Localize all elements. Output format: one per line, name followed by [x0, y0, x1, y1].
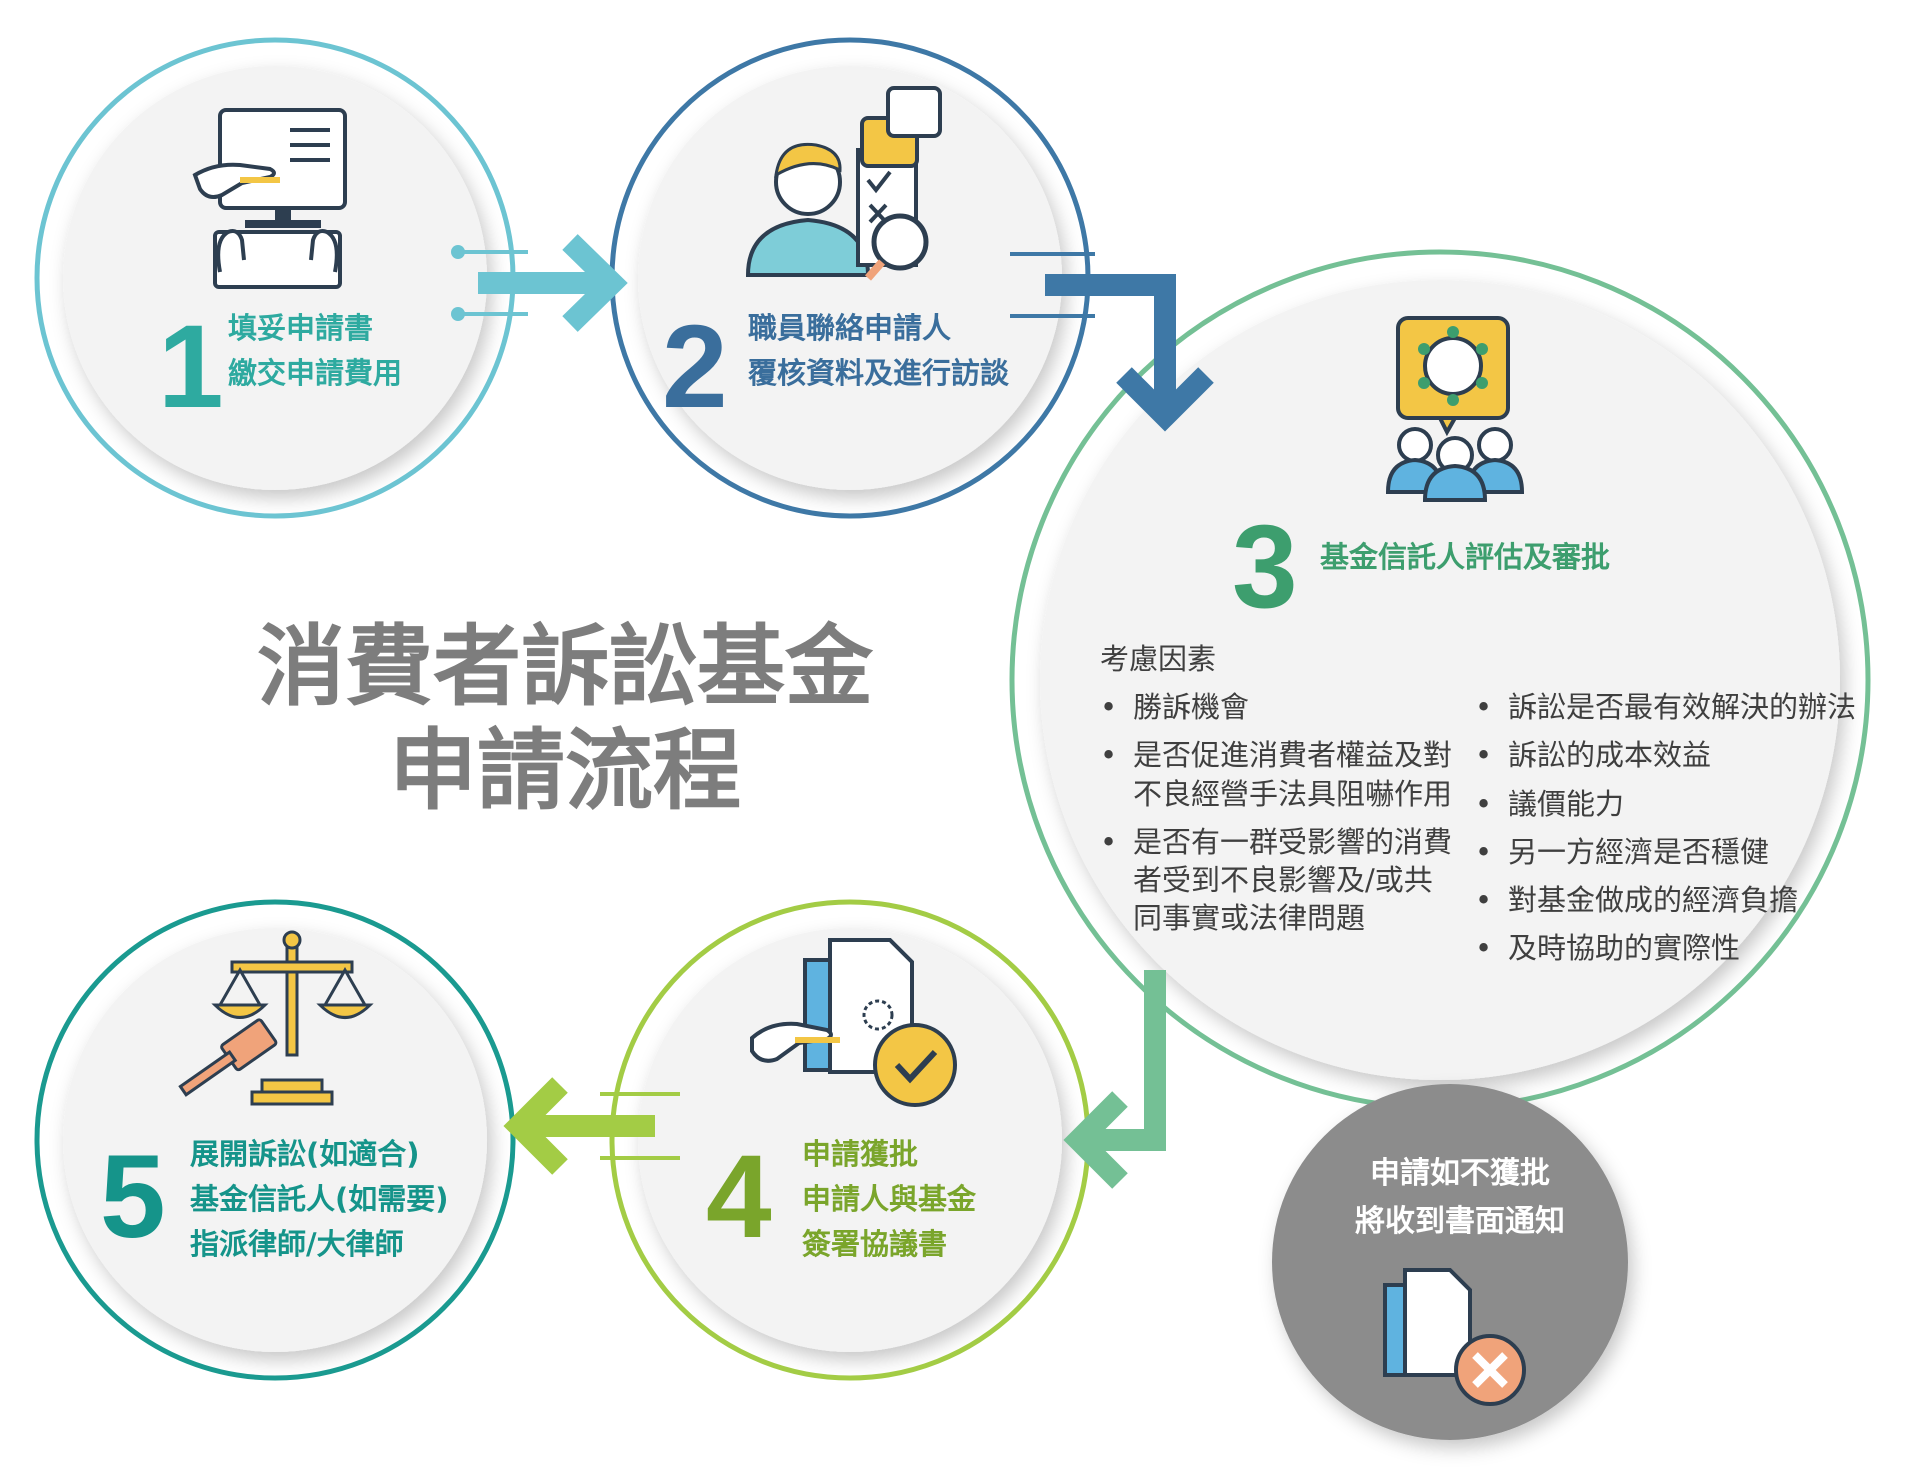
- consideration-line: 是否促進消費者權益及對: [1133, 738, 1453, 773]
- considerations-right-list: 訴訟是否最有效解決的辦法 訴訟的成本效益 議價能力 另一方經濟是否穩健 對基金做…: [1475, 688, 1856, 978]
- step1-line: 繳交申請費用: [228, 355, 403, 390]
- consideration-line: 者受到不良影響及/或共: [1133, 863, 1433, 898]
- step4-line: 申請人與基金: [802, 1181, 977, 1216]
- consideration-line: 勝訴機會: [1133, 690, 1250, 724]
- step4-line: 申請獲批: [802, 1137, 919, 1171]
- rejected-document-icon: [1383, 1268, 1526, 1406]
- justice-scale-gavel-icon: [178, 930, 374, 1106]
- step4-number: 4: [706, 1131, 772, 1263]
- step2-line: 職員聯絡申請人: [748, 311, 952, 345]
- consideration-item: 是否有一群受影響的消費 者受到不良影響及/或共 同事實或法律問題: [1100, 823, 1452, 938]
- arrow-step2-to-step3: [1010, 252, 1214, 432]
- arrow-step1-to-step2: [451, 234, 628, 332]
- arrow-step3-to-step4: [1063, 970, 1166, 1189]
- consideration-item: 訴訟是否最有效解決的辦法: [1475, 688, 1857, 727]
- step1-number: 1: [158, 301, 224, 433]
- consideration-line: 議價能力: [1508, 786, 1625, 821]
- step5-circle: [34, 899, 516, 1381]
- step2-number: 2: [662, 301, 728, 433]
- step1-text: 填妥申請書 繳交申請費用: [228, 306, 402, 396]
- step4-line: 簽署協議書: [802, 1226, 948, 1261]
- consideration-item: 及時協助的實際性: [1475, 929, 1856, 968]
- considerations-heading: 考慮因素: [1100, 642, 1217, 676]
- step2-text: 職員聯絡申請人 覆核資料及進行訪談: [748, 306, 1009, 396]
- title-line: 消費者訴訟基金: [256, 615, 873, 718]
- interview-person-icon: [745, 86, 942, 281]
- consideration-line: 不良經營手法具阻嚇作用: [1133, 776, 1453, 811]
- consideration-item: 勝訴機會: [1100, 688, 1452, 727]
- trustee-group-icon: [1385, 316, 1525, 502]
- consideration-line: 對基金做成的經濟負擔: [1508, 883, 1799, 918]
- step3-text: 基金信託人評估及審批: [1320, 535, 1610, 580]
- consideration-item: 對基金做成的經濟負擔: [1475, 881, 1856, 920]
- consideration-item: 是否促進消費者權益及對 不良經營手法具阻嚇作用: [1100, 736, 1452, 813]
- rejection-note: 申請如不獲批 將收到書面通知: [1300, 1150, 1620, 1246]
- consideration-item: 訴訟的成本效益: [1475, 736, 1856, 775]
- consideration-item: 另一方經濟是否穩健: [1475, 833, 1856, 872]
- rejection-line: 申請如不獲批: [1370, 1156, 1550, 1191]
- step5-line: 指派律師/大律師: [190, 1226, 404, 1261]
- step1-line: 填妥申請書: [228, 311, 374, 345]
- step2-line: 覆核資料及進行訪談: [748, 355, 1010, 390]
- consideration-item: 議價能力: [1475, 785, 1856, 824]
- rejection-line: 將收到書面通知: [1355, 1204, 1565, 1239]
- computer-form-icon: [192, 108, 347, 289]
- step5-line: 基金信託人(如需要): [190, 1181, 449, 1216]
- step5-text: 展開訴訟(如適合) 基金信託人(如需要) 指派律師/大律師: [190, 1132, 449, 1267]
- step3-line: 基金信託人評估及審批: [1320, 540, 1611, 574]
- consideration-line: 訴訟的成本效益: [1508, 738, 1712, 773]
- step5-line: 展開訴訟(如適合): [190, 1137, 420, 1171]
- step4-text: 申請獲批 申請人與基金 簽署協議書: [802, 1132, 976, 1267]
- consideration-line: 是否有一群受影響的消費: [1133, 824, 1453, 859]
- step2-circle: [609, 37, 1091, 519]
- consideration-line: 另一方經濟是否穩健: [1508, 834, 1770, 869]
- step3-number: 3: [1232, 501, 1298, 633]
- signed-document-icon: [750, 938, 957, 1107]
- title-line: 申請流程: [388, 718, 741, 822]
- step5-number: 5: [100, 1131, 166, 1263]
- consideration-line: 訴訟是否最有效解決的辦法: [1508, 690, 1857, 724]
- rejection-circle: [1272, 1084, 1628, 1440]
- diagram-title: 消費者訴訟基金 申請流程: [200, 615, 930, 823]
- consideration-line: 及時協助的實際性: [1508, 931, 1741, 966]
- arrow-step4-to-step5: [503, 1077, 680, 1175]
- considerations-left-list: 勝訴機會 是否促進消費者權益及對 不良經營手法具阻嚇作用 是否有一群受影響的消費…: [1100, 688, 1452, 948]
- consideration-line: 同事實或法律問題: [1133, 901, 1366, 936]
